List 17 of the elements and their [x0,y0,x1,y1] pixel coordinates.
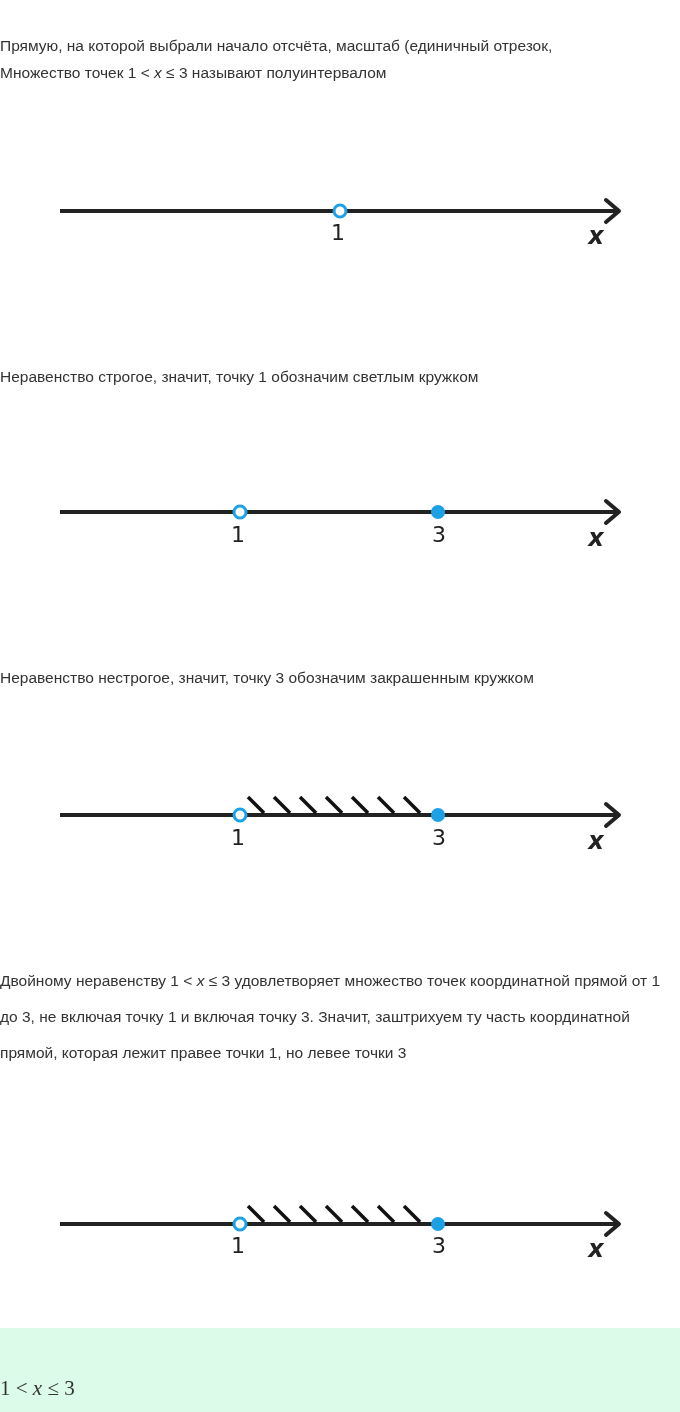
axis-label: x [588,222,604,250]
tick-label: 1 [331,220,345,245]
tick-label: 1 [231,522,245,547]
tick-label: 1 [231,1233,245,1258]
tick-label: 3 [432,825,446,850]
answer-text: 1 < x ≤ 3 [0,1376,75,1401]
axis-label: x [588,827,604,855]
paragraph: Неравенство нестрогое, значит, точку 3 обозначим закрашенным кружком [0,668,535,688]
axis-label: x [588,1235,604,1263]
axis-label: x [588,524,604,552]
paragraph: Прямую, на которой выбрали начало отсчёта, масштаб (единичный отрезок, [0,36,554,56]
tick-label: 3 [432,1233,446,1258]
tick-label: 3 [432,522,446,547]
paragraph: Двойному неравенству 1 < x ≤ 3 удовлетворяет множество точек координатной прямой от 1 до 3, не включая точку 1 и включая точку 3. Значит, заштрихуем ту часть координатной прямой, которая лежит правее точки 1, но левее точки 3 [0,971,661,1063]
paragraph: Множество точек 1 < x ≤ 3 называют полуинтервалом [0,63,388,83]
tick-label: 1 [231,825,245,850]
paragraph: Неравенство строгое, значит, точку 1 обозначим светлым кружком [0,367,480,387]
